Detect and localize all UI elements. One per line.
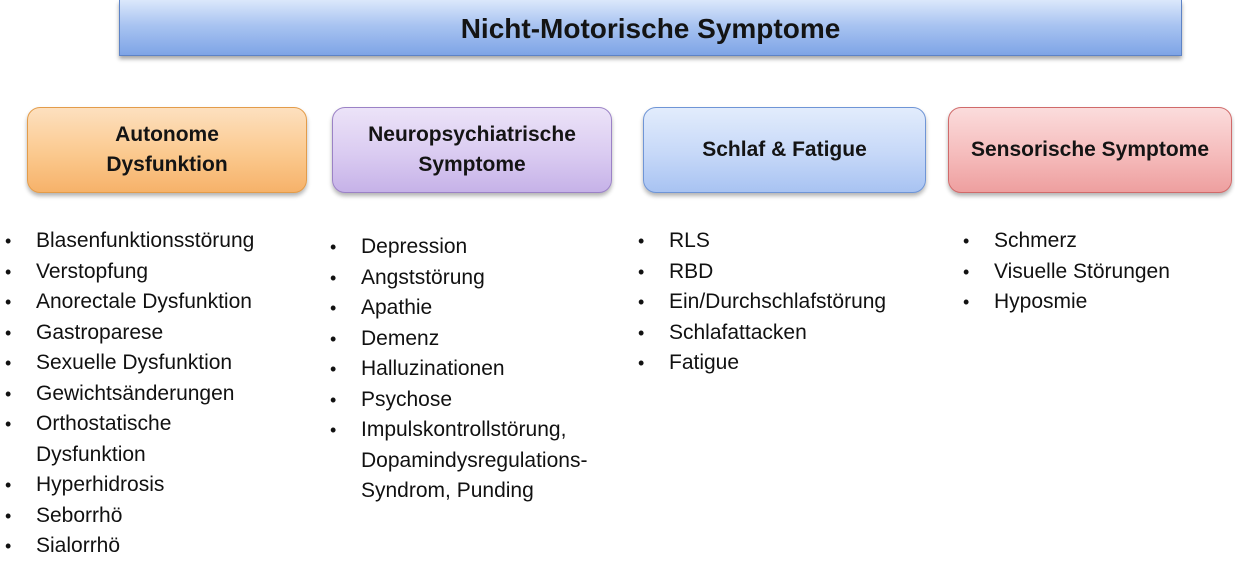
list-item: Visuelle Störungen [963, 257, 1233, 288]
list-item: Apathie [330, 293, 630, 324]
category-label: Sensorische Symptome [970, 138, 1210, 161]
symptom-list-autonome-dysfunktion: BlasenfunktionsstörungVerstopfungAnorect… [5, 226, 305, 562]
list-item: Seborrhö [5, 501, 305, 532]
symptom-list-sensorische-symptome: SchmerzVisuelle StörungenHyposmie [963, 226, 1233, 318]
list-item: Orthostatische Dysfunktion [5, 409, 305, 470]
category-label: Neuropsychiatrische Symptome [368, 123, 576, 176]
category-box-sensorische-symptome: Sensorische Symptome [948, 107, 1232, 193]
list-item: Gewichtsänderungen [5, 379, 305, 410]
list-item: Demenz [330, 324, 630, 355]
list-item: Psychose [330, 385, 630, 416]
category-box-neuropsychiatrische-symptome: Neuropsychiatrische Symptome [332, 107, 612, 193]
diagram-title: Nicht-Motorische Symptome [460, 12, 841, 44]
list-item: Schlafattacken [638, 318, 938, 349]
symptom-list-neuropsychiatrische-symptome: DepressionAngststörungApathieDemenzHallu… [330, 232, 630, 507]
list-item: Halluzinationen [330, 354, 630, 385]
symptom-list-schlaf-fatigue: RLSRBDEin/DurchschlafstörungSchlafattack… [638, 226, 938, 379]
list-item: Hyposmie [963, 287, 1233, 318]
list-item: Fatigue [638, 348, 938, 379]
category-box-schlaf-fatigue: Schlaf & Fatigue [643, 107, 926, 193]
category-box-autonome-dysfunktion: Autonome Dysfunktion [27, 107, 307, 193]
list-item: Depression [330, 232, 630, 263]
list-item: Blasenfunktionsstörung [5, 226, 305, 257]
category-label: Schlaf & Fatigue [702, 138, 867, 161]
list-item: Sexuelle Dysfunktion [5, 348, 305, 379]
category-label: Autonome Dysfunktion [106, 123, 228, 176]
list-item: Ein/Durchschlafstörung [638, 287, 938, 318]
list-item: Verstopfung [5, 257, 305, 288]
list-item: RBD [638, 257, 938, 288]
list-item: Schmerz [963, 226, 1233, 257]
list-item: Angststörung [330, 263, 630, 294]
list-item: Hyperhidrosis [5, 470, 305, 501]
list-item: Gastroparese [5, 318, 305, 349]
title-banner: Nicht-Motorische Symptome [119, 0, 1182, 56]
list-item: RLS [638, 226, 938, 257]
list-item: Anorectale Dysfunktion [5, 287, 305, 318]
list-item: Sialorrhö [5, 531, 305, 562]
list-item: Impulskontrollstörung, Dopamindysregulat… [330, 415, 630, 507]
